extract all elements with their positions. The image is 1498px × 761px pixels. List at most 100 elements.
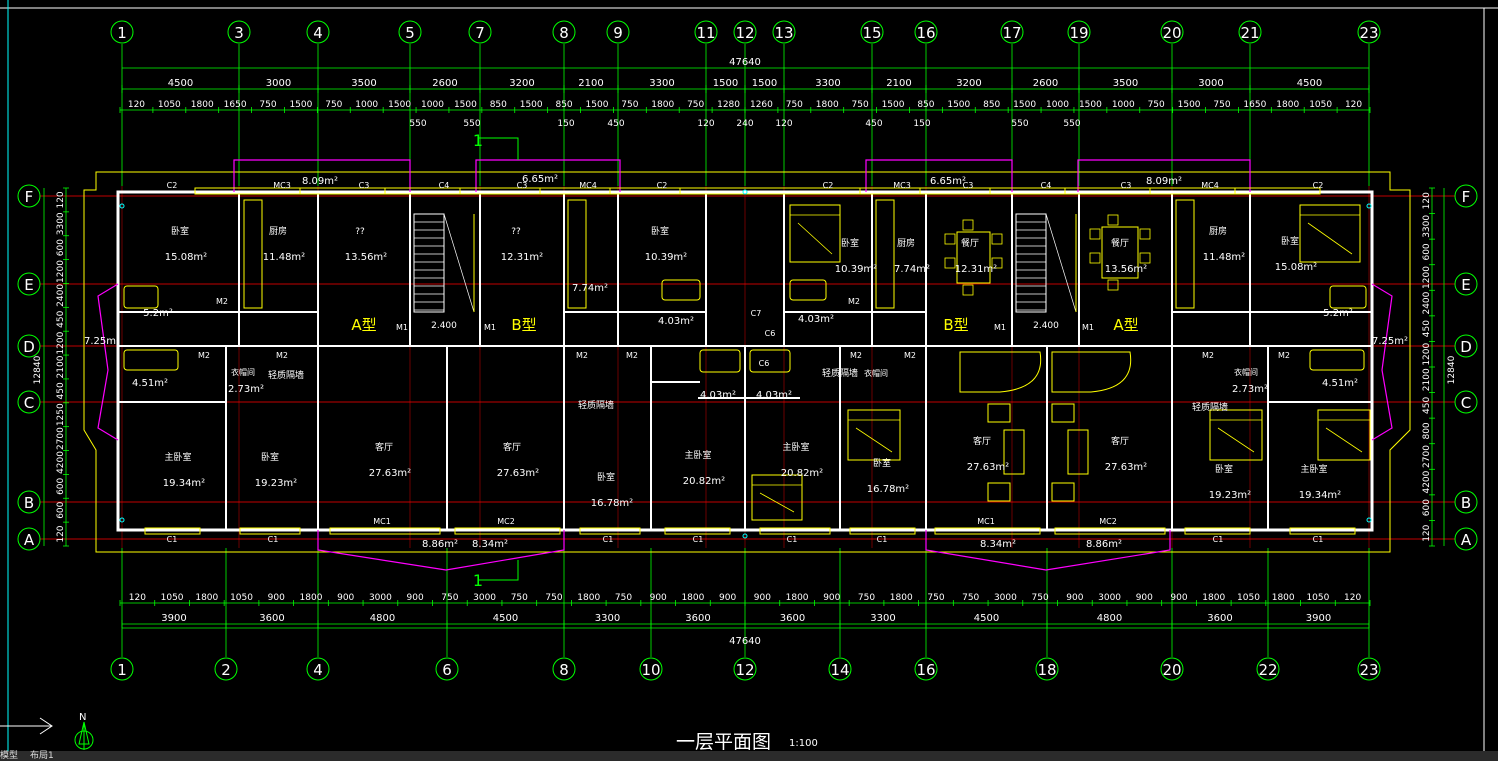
- axis-bubble-top-7[interactable]: 7: [468, 20, 492, 44]
- tab-model[interactable]: 模型: [0, 751, 19, 761]
- balcony-top-1[interactable]: [233, 159, 411, 192]
- axis-bubble-bottom-8[interactable]: 8: [552, 657, 576, 681]
- axis-bubble-right-C[interactable]: C: [1454, 390, 1478, 414]
- window-bottom-11[interactable]: [1289, 527, 1356, 535]
- window-bottom-8[interactable]: [934, 527, 1041, 535]
- window-bottom-3[interactable]: [454, 527, 561, 535]
- axis-bubble-left-E-label: E: [24, 276, 33, 294]
- axis-bubble-top-12[interactable]: 12: [733, 20, 757, 44]
- axis-bubble-right-C-label: C: [1461, 394, 1471, 412]
- balcony-top-3[interactable]: [865, 159, 1013, 192]
- axis-bubble-top-1[interactable]: 1: [110, 20, 134, 44]
- axis-bubble-bottom-14[interactable]: 14: [828, 657, 852, 681]
- axis-bubble-right-A[interactable]: A: [1454, 527, 1478, 551]
- window-top-13[interactable]: [194, 187, 1321, 195]
- balcony-area-bottom-3: 8.86m²: [1086, 539, 1122, 550]
- window-bottom-7[interactable]: [849, 527, 916, 535]
- window-bottom-2[interactable]: [329, 527, 441, 535]
- top-inner-dims-label-6: 750: [325, 100, 342, 110]
- axis-grid: [40, 44, 1458, 657]
- balcony-top-2[interactable]: [475, 159, 621, 192]
- balcony-top-4[interactable]: [1077, 159, 1251, 192]
- stair-1[interactable]: [413, 213, 475, 313]
- axis-bubble-bottom-23[interactable]: 23: [1357, 657, 1381, 681]
- axis-bubble-top-3[interactable]: 3: [227, 20, 251, 44]
- stair-2[interactable]: [1015, 213, 1077, 313]
- top-outer-dims-label-12: 2600: [1033, 78, 1058, 89]
- axis-bubble-left-E[interactable]: E: [17, 272, 41, 296]
- axis-bubble-bottom-12[interactable]: 12: [733, 657, 757, 681]
- axis-bubble-top-17[interactable]: 17: [1000, 20, 1024, 44]
- top-outer-dims-label-5: 2100: [578, 78, 603, 89]
- axis-bubble-bottom-6[interactable]: 6: [435, 657, 459, 681]
- bottom-inner-dims-label-20: 900: [823, 593, 840, 603]
- window-bottom-9[interactable]: [1054, 527, 1166, 535]
- total-dim-bottom: 47640: [729, 636, 761, 647]
- axis-bubble-top-23[interactable]: 23: [1357, 20, 1381, 44]
- bay-left[interactable]: [97, 283, 119, 441]
- top-inner-dims-label-19: 1260: [750, 100, 773, 110]
- right-dims-label-8: 450: [1422, 396, 1432, 413]
- balcony-bottom-1[interactable]: [317, 530, 565, 571]
- window-bottom-1[interactable]: [239, 527, 301, 535]
- axis-bubble-right-F[interactable]: F: [1454, 184, 1478, 208]
- axis-bubble-top-9[interactable]: 9: [606, 20, 630, 44]
- axis-bubble-top-8[interactable]: 8: [552, 20, 576, 44]
- tab-layout1[interactable]: 布局1: [30, 751, 54, 761]
- axis-bubble-top-20[interactable]: 20: [1160, 20, 1184, 44]
- axis-bubble-bottom-16[interactable]: 16: [914, 657, 938, 681]
- axis-bubble-left-A[interactable]: A: [17, 527, 41, 551]
- bottom-inner-dims-label-31: 1800: [1202, 593, 1225, 603]
- room-area-11: 15.08m²: [1275, 262, 1317, 273]
- axis-bubble-top-13[interactable]: 13: [772, 20, 796, 44]
- axis-bubble-top-4-label: 4: [313, 24, 323, 42]
- axis-bubble-right-D[interactable]: D: [1454, 334, 1478, 358]
- window-bottom-5[interactable]: [664, 527, 731, 535]
- balcony-bottom-2[interactable]: [925, 530, 1171, 571]
- opening-code-8: MC3: [893, 181, 911, 190]
- top-inner-dims-label-11: 850: [490, 100, 507, 110]
- axis-bubble-bottom-18[interactable]: 18: [1035, 657, 1059, 681]
- left-dims-label-1: 3300: [56, 212, 66, 235]
- axis-bubble-top-4[interactable]: 4: [306, 20, 330, 44]
- building-walls[interactable]: [83, 159, 1411, 571]
- axis-bubble-top-15[interactable]: 15: [860, 20, 884, 44]
- axis-bubble-left-C[interactable]: C: [17, 390, 41, 414]
- bay-right[interactable]: [1371, 283, 1393, 441]
- piano-0: [959, 351, 1042, 393]
- building-outline[interactable]: [83, 171, 1411, 553]
- axis-bubble-left-F[interactable]: F: [17, 184, 41, 208]
- axis-bubble-top-19[interactable]: 19: [1067, 20, 1091, 44]
- axis-bubble-bottom-4[interactable]: 4: [306, 657, 330, 681]
- window-bottom-6[interactable]: [759, 527, 831, 535]
- top-inner-dims-label-20: 750: [786, 100, 803, 110]
- axis-bubble-right-B[interactable]: B: [1454, 490, 1478, 514]
- window-bottom-4[interactable]: [579, 527, 641, 535]
- right-dims: 1203300600120024004501200210045080027004…: [1422, 187, 1435, 547]
- axis-bubble-left-B[interactable]: B: [17, 490, 41, 514]
- axis-bubble-bottom-1[interactable]: 1: [110, 657, 134, 681]
- top-outer-dims-label-9: 3300: [815, 78, 840, 89]
- axis-bubble-top-11[interactable]: 11: [694, 20, 718, 44]
- balcony-area-top-2: 6.65m²: [930, 176, 966, 187]
- right-dims-label-7: 2100: [1422, 368, 1432, 391]
- top-outer-dims-label-6: 3300: [649, 78, 674, 89]
- axis-bubble-top-21-label: 21: [1240, 24, 1259, 42]
- window-bottom-10[interactable]: [1184, 527, 1251, 535]
- window-bottom-0[interactable]: [144, 527, 201, 535]
- axis-bubble-right-E[interactable]: E: [1454, 272, 1478, 296]
- axis-bubble-top-5[interactable]: 5: [398, 20, 422, 44]
- axis-bubble-left-D[interactable]: D: [17, 334, 41, 358]
- axis-bubble-bottom-20[interactable]: 20: [1160, 657, 1184, 681]
- axis-bubble-top-21[interactable]: 21: [1238, 20, 1262, 44]
- left-dims-label-5: 450: [56, 310, 66, 327]
- bottom-outer-dims-label-1: 3600: [259, 613, 284, 624]
- bottom-inner-dims-label-7: 3000: [369, 593, 392, 603]
- axis-bubble-top-16[interactable]: 16: [914, 20, 938, 44]
- balcony-area-top-3: 8.09m²: [1146, 176, 1182, 187]
- axis-bubble-bottom-2[interactable]: 2: [214, 657, 238, 681]
- axis-bubble-bottom-22[interactable]: 22: [1256, 657, 1280, 681]
- axis-bubble-bottom-10[interactable]: 10: [639, 657, 663, 681]
